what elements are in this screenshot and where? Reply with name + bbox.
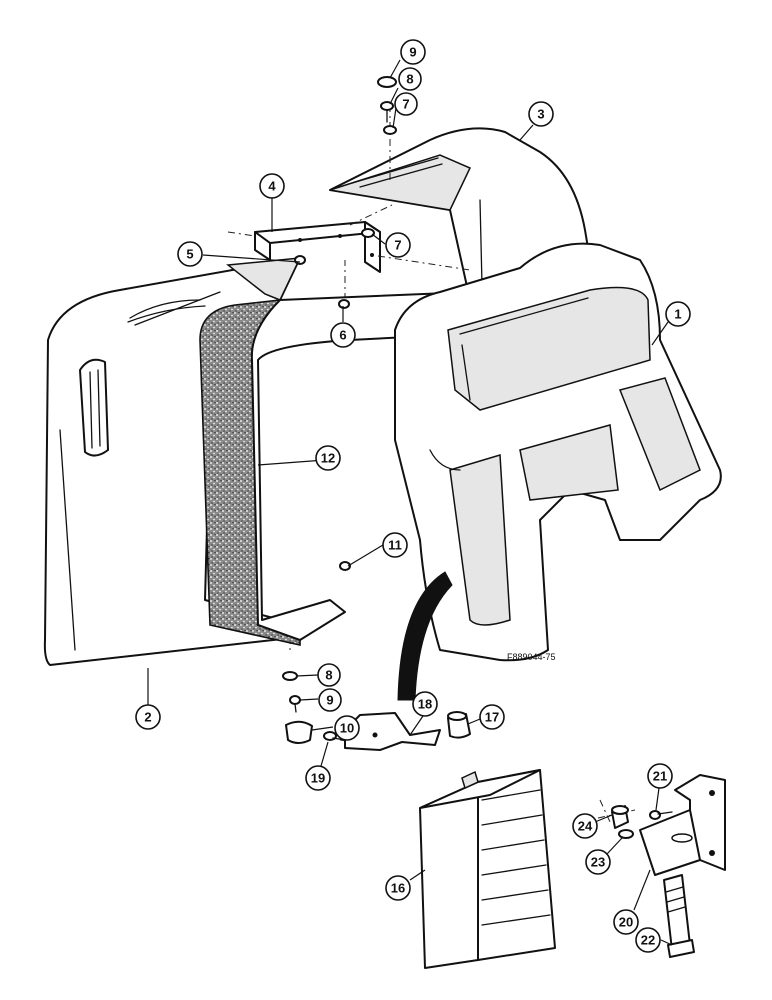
hardware-bottom-stack <box>282 561 351 744</box>
washer-part-23 <box>618 829 634 839</box>
callout-10-bottom: 10 <box>334 715 360 741</box>
callout-20: 20 <box>613 909 639 935</box>
svg-text:2: 2 <box>144 710 151 725</box>
callout-1: 1 <box>665 301 691 327</box>
svg-text:22: 22 <box>641 933 655 948</box>
svg-text:7: 7 <box>394 238 401 253</box>
callout-2: 2 <box>135 704 161 730</box>
callout-22: 22 <box>635 927 661 953</box>
screw-part-21 <box>649 810 673 820</box>
callout-21: 21 <box>647 763 673 789</box>
callout-16: 16 <box>385 875 411 901</box>
callout-18: 18 <box>412 691 438 717</box>
svg-text:4: 4 <box>268 179 276 194</box>
svg-text:12: 12 <box>321 451 335 466</box>
svg-text:8: 8 <box>325 668 332 683</box>
svg-text:18: 18 <box>418 697 432 712</box>
svg-text:19: 19 <box>311 771 325 786</box>
callout-8-top: 7 <box>394 92 418 116</box>
callout-11: 11 <box>382 532 408 558</box>
instrument-console-part <box>394 242 722 662</box>
svg-text:24: 24 <box>578 819 593 834</box>
svg-text:9: 9 <box>409 45 416 60</box>
svg-text:6: 6 <box>339 328 346 343</box>
nut-part-24 <box>611 805 629 829</box>
callout-19: 19 <box>305 765 331 791</box>
drawing-code: F889044-75 <box>507 652 556 662</box>
svg-text:20: 20 <box>619 915 633 930</box>
screw-part-19 <box>323 731 346 741</box>
bolt-part-22 <box>663 874 695 958</box>
svg-text:21: 21 <box>653 769 667 784</box>
louvered-vent-part <box>419 769 556 969</box>
wiring-harness <box>397 571 453 701</box>
svg-text:9: 9 <box>326 693 333 708</box>
svg-text:5: 5 <box>186 247 193 262</box>
svg-text:16: 16 <box>391 881 405 896</box>
svg-text:3: 3 <box>537 107 544 122</box>
callout-23: 23 <box>585 849 611 875</box>
callout-8-bottom: 8 <box>317 663 341 687</box>
svg-text:7: 7 <box>402 97 409 112</box>
rear-top-cover-part <box>329 127 591 301</box>
callout-5: 5 <box>177 241 203 267</box>
svg-text:8: 8 <box>406 72 413 87</box>
svg-text:10: 10 <box>340 721 354 736</box>
callout-6: 6 <box>330 322 356 348</box>
mounting-bracket-part <box>254 221 381 273</box>
callout-7: 7 <box>385 232 411 258</box>
callout-12: 12 <box>315 445 341 471</box>
clip-part <box>344 712 441 751</box>
callout-17: 17 <box>479 704 505 730</box>
svg-text:17: 17 <box>485 710 499 725</box>
svg-text:1: 1 <box>674 307 681 322</box>
svg-text:23: 23 <box>591 855 605 870</box>
callout-10-top: 9 <box>400 39 426 65</box>
svg-text:11: 11 <box>388 538 402 553</box>
leader-lines <box>147 59 673 946</box>
callout-24: 24 <box>572 813 598 839</box>
grommet-part <box>447 711 471 739</box>
callout-9-top: 8 <box>398 67 422 91</box>
callout-4: 4 <box>259 173 285 199</box>
bracket-part-20 <box>639 774 726 876</box>
callout-3: 3 <box>528 101 554 127</box>
callout-9-bottom: 9 <box>318 688 342 712</box>
